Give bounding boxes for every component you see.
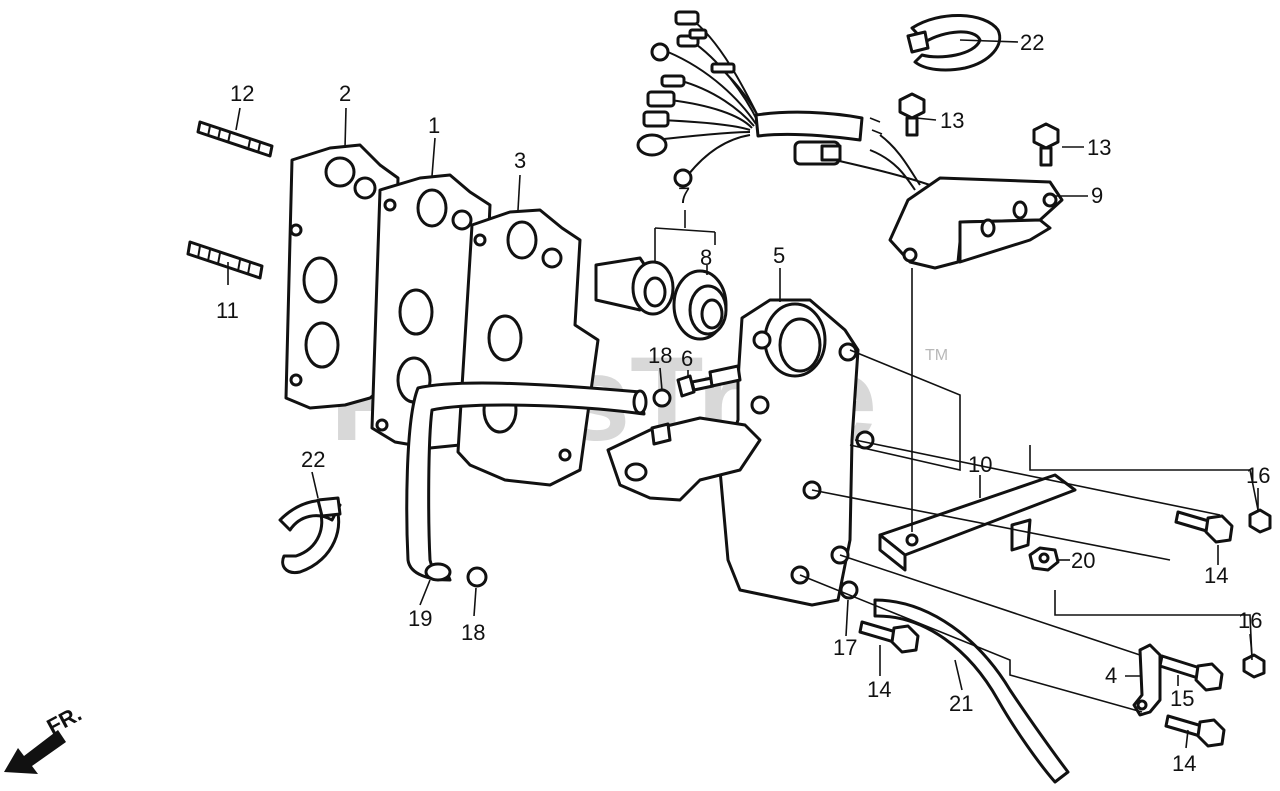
callout-11: 11: [216, 298, 239, 323]
callout-4: 4: [1105, 663, 1117, 688]
bolt-14-lower-right: [1164, 714, 1226, 748]
front-arrow-icon: [4, 730, 66, 774]
bolt-15: [1158, 654, 1224, 692]
callout-19: 19: [408, 606, 432, 631]
callout-2: 2: [339, 81, 351, 106]
callout-7: 7: [678, 183, 690, 208]
clip-18-bottom: [466, 566, 488, 588]
bolt-13-right: [1032, 122, 1060, 167]
callouts: 12 2 1 3 11 7 8 5 18 6 22 13 13 9 10 16 …: [216, 30, 1270, 776]
callout-13-left: 13: [940, 108, 964, 133]
clip-22-top: [906, 13, 1002, 72]
nut-20: [1028, 546, 1060, 572]
callout-18-bottom: 18: [461, 620, 485, 645]
callout-22-top: 22: [1020, 30, 1044, 55]
stud-12: [196, 120, 274, 158]
gasket-2: [284, 143, 400, 410]
hose-21: [873, 598, 1070, 784]
ignition-module-9: [888, 176, 1064, 270]
front-direction-indicator: FR.: [4, 701, 86, 774]
front-direction-label: FR.: [43, 701, 86, 740]
callout-12: 12: [230, 81, 254, 106]
callout-5: 5: [773, 243, 785, 268]
callout-10: 10: [968, 452, 992, 477]
callout-16-top: 16: [1246, 463, 1270, 488]
bolt-14-right: [1174, 510, 1234, 544]
callout-18-top: 18: [648, 343, 672, 368]
callout-9: 9: [1091, 183, 1103, 208]
nut-16-bottom: [1242, 653, 1266, 679]
callout-14-right: 14: [1204, 563, 1228, 588]
callout-17: 17: [833, 635, 857, 660]
callout-14-bottom: 14: [1172, 751, 1196, 776]
bracket-10: [878, 473, 1077, 572]
callout-8: 8: [700, 245, 712, 270]
bolt-6: [676, 364, 742, 398]
seal-8: [672, 269, 728, 341]
callout-13-right: 13: [1087, 135, 1111, 160]
callout-1: 1: [428, 113, 440, 138]
water-outlet-elbow: [606, 416, 762, 502]
gasket-3: [456, 208, 600, 487]
callout-15: 15: [1170, 686, 1194, 711]
bracket-4: [1132, 643, 1162, 717]
callout-6: 6: [681, 346, 693, 371]
callout-14-left: 14: [867, 677, 891, 702]
bolt-14-left: [858, 620, 920, 654]
clip-18-top: [652, 388, 672, 408]
stud-11: [186, 240, 264, 280]
wire-harness: [636, 10, 931, 191]
cover-5: [718, 298, 875, 607]
callout-20: 20: [1071, 548, 1095, 573]
callout-22-left: 22: [301, 447, 325, 472]
callout-3: 3: [514, 148, 526, 173]
gasket-1: [370, 173, 492, 450]
leader-lines: [227, 39, 1259, 749]
clip-22-left: [278, 496, 342, 575]
callout-16-bottom: 16: [1238, 608, 1262, 633]
trademark-symbol: TM: [925, 347, 948, 364]
bolt-13-left: [898, 92, 926, 137]
callout-21: 21: [949, 691, 973, 716]
thermostat-7: [594, 256, 675, 316]
nut-16-top: [1248, 508, 1272, 534]
hose-19: [405, 381, 648, 582]
